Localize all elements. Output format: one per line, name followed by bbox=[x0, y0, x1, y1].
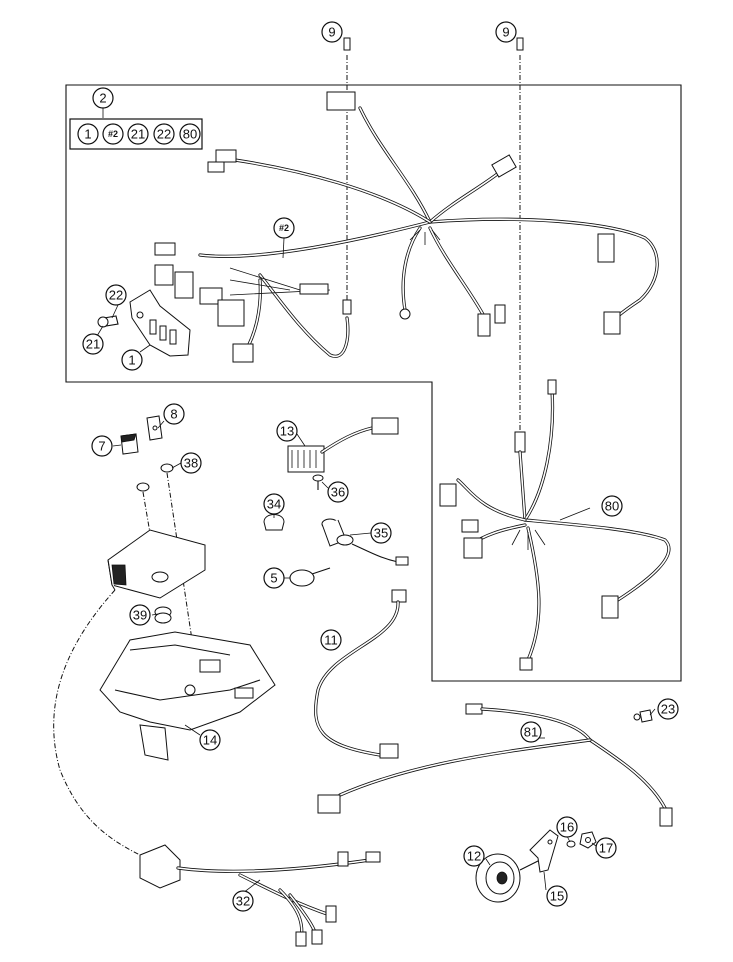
part-23-connector bbox=[633, 709, 653, 723]
svg-text:12: 12 bbox=[467, 849, 481, 864]
part-11-cable bbox=[314, 589, 407, 759]
part-21-screw bbox=[97, 316, 109, 328]
callout-7: 7 bbox=[91, 435, 113, 457]
svg-text:11: 11 bbox=[324, 633, 338, 648]
callout-1: 1 bbox=[121, 349, 143, 371]
set-callout-2: #2 bbox=[102, 123, 124, 145]
part-34-sleeve bbox=[263, 514, 285, 531]
callout-32: 32 bbox=[232, 890, 254, 912]
callout-16: 16 bbox=[556, 816, 578, 838]
part-15-bracket bbox=[529, 829, 559, 873]
callout-81: 81 bbox=[520, 721, 542, 743]
callout-38: 38 bbox=[180, 452, 202, 474]
callout-39: 39 bbox=[129, 604, 151, 626]
callout-12: 12 bbox=[463, 845, 485, 867]
callout-15: 15 bbox=[546, 885, 568, 907]
svg-text:21: 21 bbox=[131, 127, 145, 142]
cdi-to-harness-leader bbox=[53, 589, 141, 856]
callout-35: 35 bbox=[370, 522, 392, 544]
callout-9-left: 9 bbox=[321, 21, 343, 43]
svg-text:80: 80 bbox=[605, 499, 619, 514]
svg-text:15: 15 bbox=[550, 889, 564, 904]
svg-text:9: 9 bbox=[502, 25, 509, 40]
callout-13: 13 bbox=[276, 420, 298, 442]
svg-text:22: 22 bbox=[109, 288, 123, 303]
callout-34: 34 bbox=[263, 493, 285, 515]
part-35-capacitor bbox=[321, 518, 409, 566]
svg-text:21: 21 bbox=[86, 337, 100, 352]
svg-text:38: 38 bbox=[184, 456, 198, 471]
part-5-cable-tie bbox=[289, 567, 331, 587]
set-callout-22: 22 bbox=[153, 123, 175, 145]
part-8-plate bbox=[146, 415, 163, 441]
part-17-nut bbox=[579, 831, 597, 849]
callout-2: 2 bbox=[92, 87, 114, 109]
part-36-screw bbox=[312, 474, 324, 490]
callout-harness-main: #2 bbox=[273, 217, 295, 239]
svg-text:2: 2 bbox=[99, 91, 106, 106]
svg-text:32: 32 bbox=[236, 894, 250, 909]
part-39-grommet bbox=[154, 606, 172, 624]
svg-text:#2: #2 bbox=[108, 129, 118, 139]
svg-text:16: 16 bbox=[560, 820, 574, 835]
svg-text:14: 14 bbox=[203, 733, 217, 748]
svg-text:22: 22 bbox=[157, 127, 171, 142]
part-12-horn bbox=[475, 853, 541, 903]
callout-22: 22 bbox=[105, 284, 127, 306]
part-9-left bbox=[342, 37, 352, 315]
svg-text:36: 36 bbox=[331, 485, 345, 500]
callout-9-right: 9 bbox=[495, 21, 517, 43]
set-callout-80: 80 bbox=[179, 123, 201, 145]
cdi-unit bbox=[107, 529, 206, 599]
part-7-relay bbox=[120, 433, 139, 455]
main-wiring-harness bbox=[154, 91, 659, 363]
svg-text:34: 34 bbox=[267, 497, 281, 512]
callout-8: 8 bbox=[163, 403, 185, 425]
svg-text:1: 1 bbox=[128, 353, 135, 368]
set-callout-1: 1 bbox=[77, 123, 99, 145]
callout-36: 36 bbox=[327, 481, 349, 503]
part-9-right bbox=[514, 37, 526, 453]
part-81-harness bbox=[317, 703, 673, 827]
part-32-harness bbox=[139, 844, 381, 947]
part-16-washer bbox=[566, 840, 576, 848]
svg-text:1: 1 bbox=[84, 127, 91, 142]
callout-21: 21 bbox=[82, 333, 104, 355]
svg-text:#2: #2 bbox=[279, 223, 289, 233]
svg-text:81: 81 bbox=[524, 725, 538, 740]
set-callout-21: 21 bbox=[127, 123, 149, 145]
callout-14: 14 bbox=[199, 729, 221, 751]
svg-text:23: 23 bbox=[661, 702, 675, 717]
svg-text:17: 17 bbox=[599, 841, 613, 856]
svg-text:80: 80 bbox=[183, 127, 197, 142]
part-13-regulator bbox=[287, 417, 399, 473]
callout-23: 23 bbox=[657, 698, 679, 720]
svg-text:39: 39 bbox=[133, 608, 147, 623]
part-14-tray bbox=[99, 631, 276, 761]
callout-5: 5 bbox=[263, 567, 285, 589]
callout-80: 80 bbox=[601, 495, 623, 517]
svg-text:35: 35 bbox=[374, 526, 388, 541]
callout-leaders bbox=[96, 107, 656, 894]
callout-11: 11 bbox=[320, 629, 342, 651]
svg-text:5: 5 bbox=[270, 571, 277, 586]
svg-text:8: 8 bbox=[170, 407, 177, 422]
part-1-bracket bbox=[129, 289, 191, 357]
svg-text:7: 7 bbox=[98, 439, 105, 454]
svg-text:13: 13 bbox=[280, 424, 294, 439]
part-80-harness bbox=[439, 379, 671, 671]
main-harness-frame bbox=[65, 84, 682, 682]
callout-17: 17 bbox=[595, 837, 617, 859]
svg-text:9: 9 bbox=[328, 25, 335, 40]
